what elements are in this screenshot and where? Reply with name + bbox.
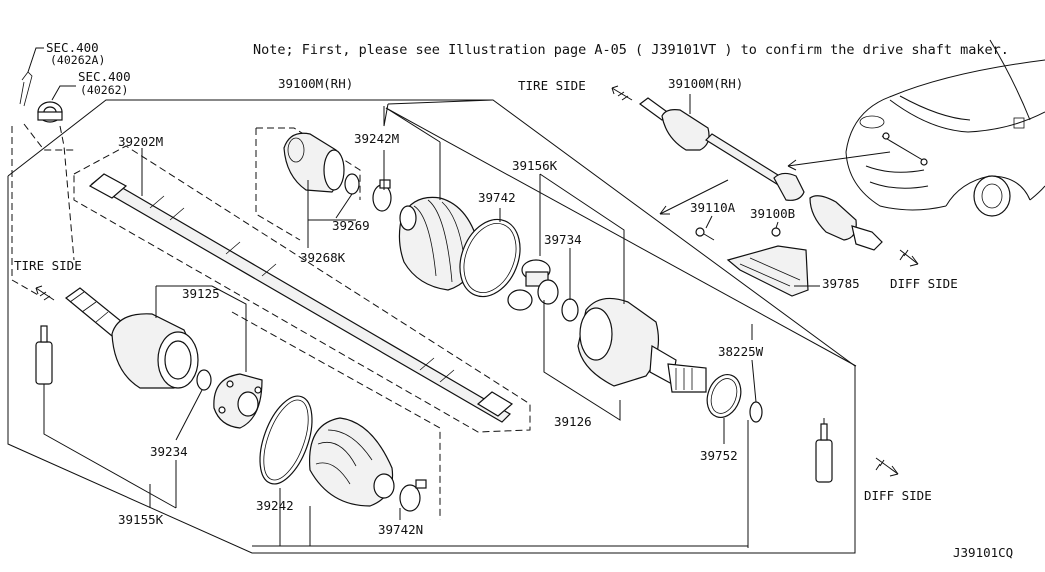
pointer-arrow-car: [787, 151, 891, 171]
grease-tube-right-icon: [815, 418, 833, 483]
bracket-39785: [726, 245, 809, 297]
inset-drive-shaft: [638, 97, 883, 251]
car-front-icon: [845, 39, 1045, 217]
hub-nut-icon: [37, 101, 63, 123]
ball-cage: [213, 373, 263, 429]
snap-ring-39734: [561, 298, 579, 322]
diagram-code: J39101CQ: [953, 545, 1013, 560]
boot-band-39269: [344, 173, 360, 195]
oil-seal-39752: [706, 374, 742, 418]
label-39752: 39752: [700, 448, 738, 463]
label-39734: 39734: [544, 232, 582, 247]
label-39269: 39269: [332, 218, 370, 233]
tire-side-left-label: TIRE SIDE: [14, 258, 82, 273]
inset-view: TIRE SIDE 39100M(RH) 39110A 39100B: [518, 39, 1045, 297]
label-39234: 39234: [150, 444, 188, 459]
note-text: Note; First, please see Illustration pag…: [253, 42, 1009, 58]
grease-tube-left-icon: [35, 325, 53, 424]
label-39202m: 39202M: [118, 134, 163, 149]
main-frame: [7, 99, 856, 554]
sec-400-a-code: (40262A): [50, 53, 105, 67]
label-39126: 39126: [554, 414, 592, 429]
label-39242m: 39242M: [354, 131, 399, 146]
label-39242: 39242: [256, 498, 294, 513]
label-39100m-inset: 39100M(RH): [668, 76, 743, 91]
outer-boot: [308, 417, 395, 507]
label-39100b: 39100B: [750, 206, 795, 221]
boot-band-39742: [459, 218, 521, 298]
label-39742: 39742: [478, 190, 516, 205]
arrow-right-icon-inset: [899, 249, 919, 267]
diff-side-car-label: DIFF SIDE: [890, 276, 958, 291]
boot-band-39242: [259, 395, 313, 485]
nut-39100b-icon: [771, 221, 781, 237]
tire-side-right-label: TIRE SIDE: [518, 78, 586, 93]
circlip-38225w: [749, 401, 763, 423]
label-38225w: 38225W: [718, 344, 764, 359]
arrow-right-icon: [875, 457, 899, 477]
diff-side-bottom: DIFF SIDE: [864, 457, 932, 503]
label-39155k: 39155K: [118, 512, 164, 527]
part-labels: 39100M(RH) 39202M 39242M 39269 39268K 39…: [118, 76, 764, 537]
label-39110a: 39110A: [690, 200, 736, 215]
drive-shaft-39202m: [73, 145, 531, 433]
sec-400-b-code: (40262): [80, 83, 128, 97]
boot-band-39242m: [372, 179, 392, 212]
label-39785: 39785: [822, 276, 860, 291]
pointer-arrow-down: [659, 179, 729, 215]
label-39125: 39125: [182, 286, 220, 301]
snap-ring-39234: [196, 369, 212, 391]
leader-lines: [43, 99, 857, 548]
housing-39156k: [577, 297, 707, 393]
arrow-left-icon-inset: [611, 85, 633, 101]
bolt-39110a-icon: [695, 215, 715, 241]
sec-400-b-label: SEC.400: [78, 69, 131, 84]
outer-joint: [65, 287, 199, 389]
label-39100m-main: 39100M(RH): [278, 76, 353, 91]
cotter-pin-icon: [19, 71, 33, 107]
boot-band-39742n: [399, 479, 427, 512]
label-39156k: 39156K: [512, 158, 558, 173]
tripod-joint: [507, 259, 559, 311]
label-39268k: 39268K: [300, 250, 346, 265]
diff-side-bottom-label: DIFF SIDE: [864, 488, 932, 503]
sec-400-a-label: SEC.400: [46, 40, 99, 55]
tire-side-left: TIRE SIDE: [14, 258, 82, 301]
label-39742n: 39742N: [378, 522, 423, 537]
sec-400-group: SEC.400 (40262A) SEC.400 (40262): [11, 40, 131, 297]
arrow-left-icon: [35, 285, 55, 301]
small-boot-39268k: [283, 132, 345, 193]
